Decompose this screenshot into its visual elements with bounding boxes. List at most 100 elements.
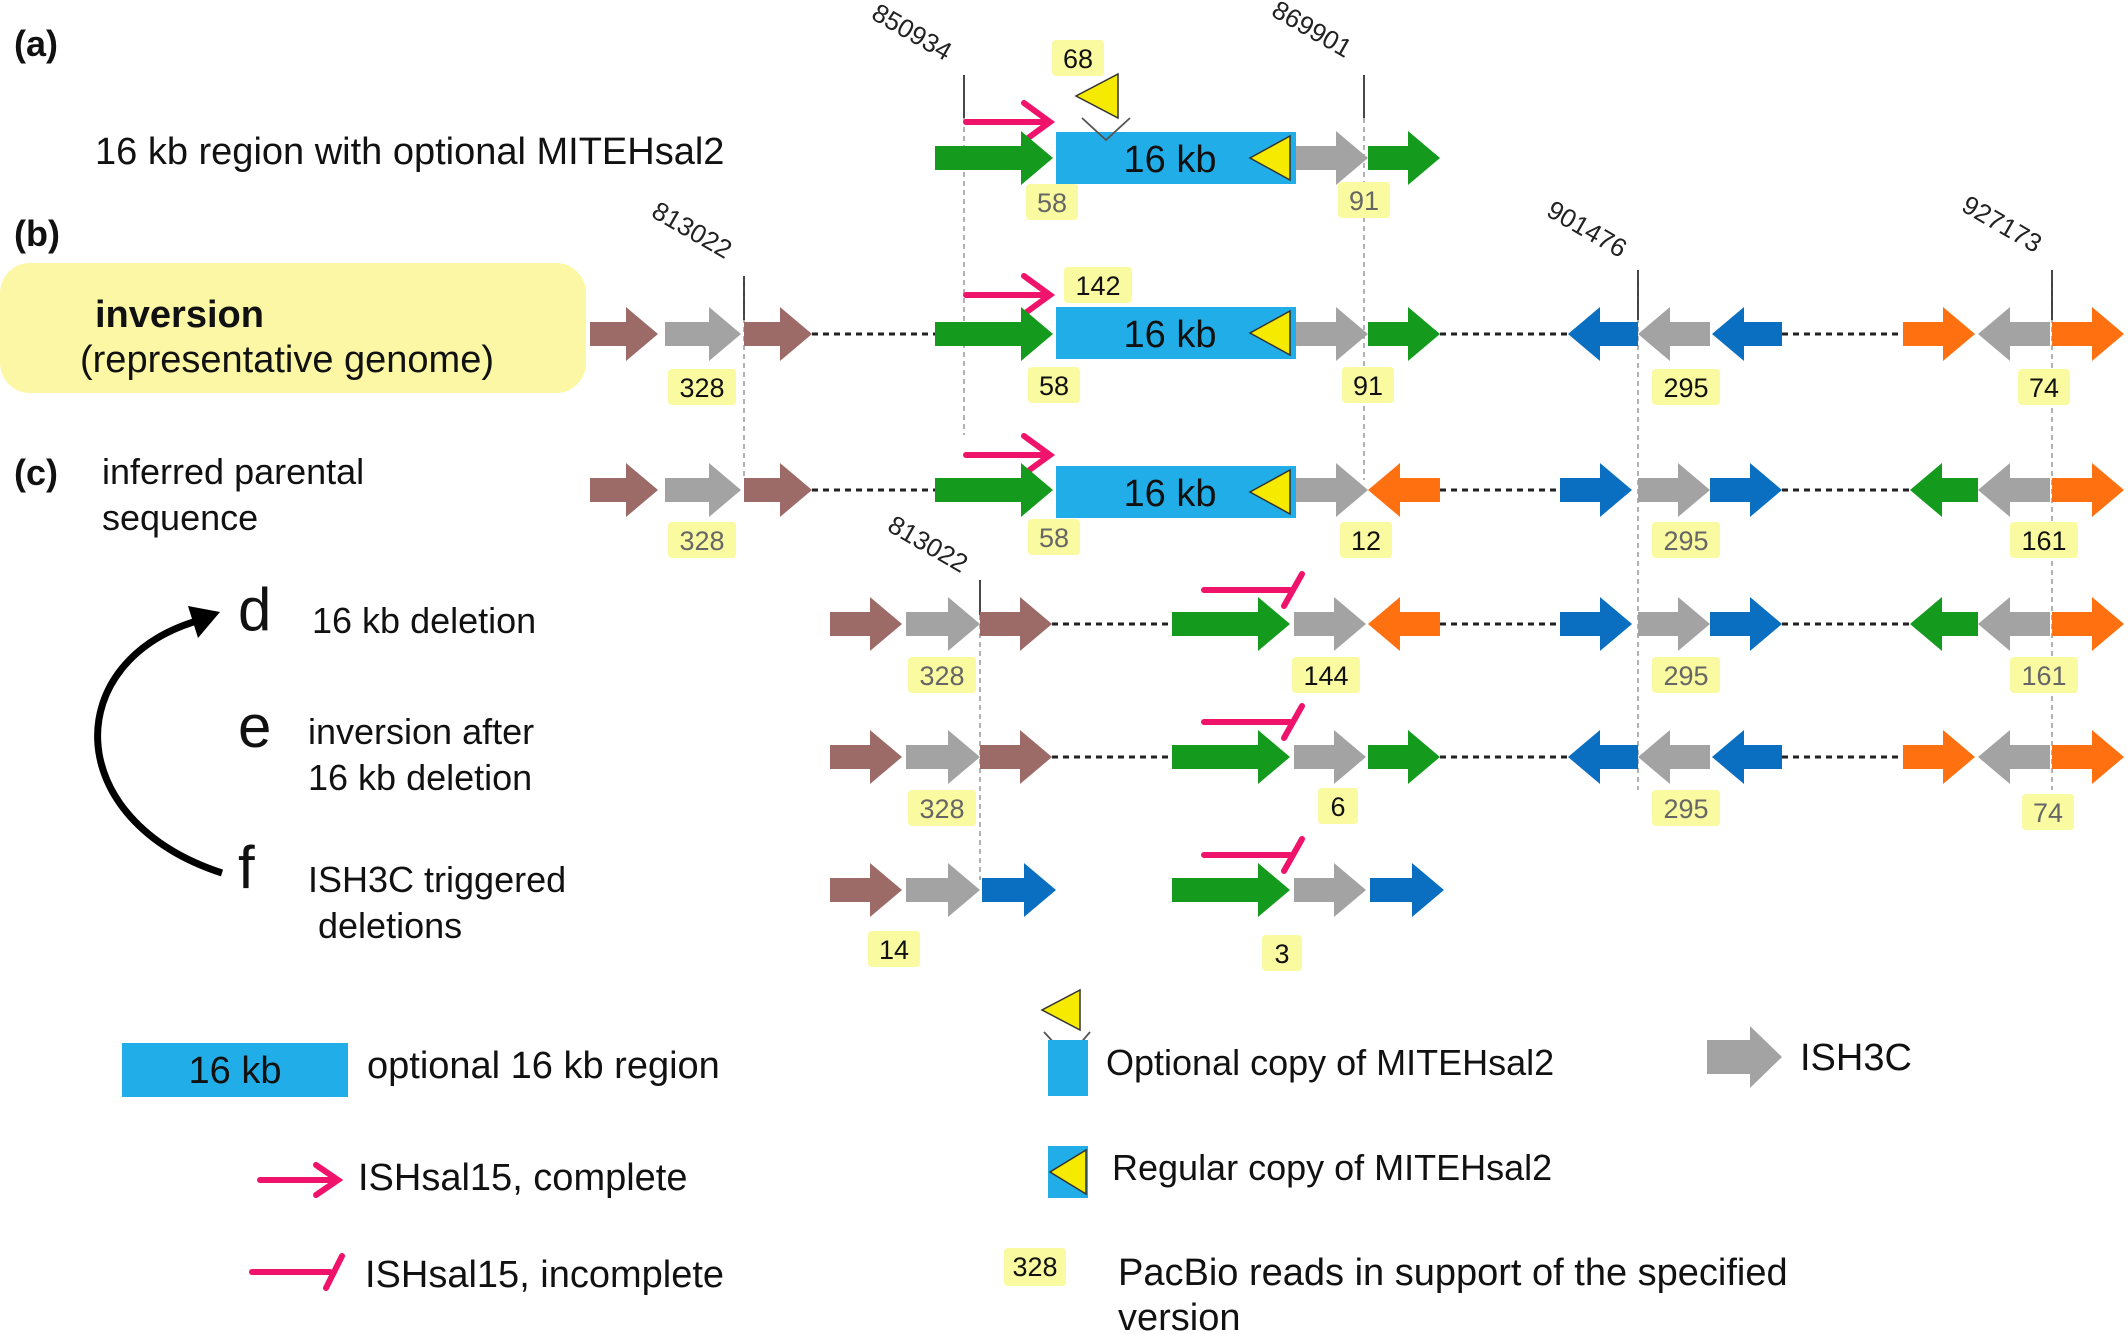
arrow-ish3c-a (1296, 131, 1368, 185)
row-d-label: 16 kb deletion (312, 600, 536, 641)
arrow-ish3c-d-2 (1294, 597, 1366, 651)
mite-optional-a-insertion (1081, 117, 1131, 142)
arrow-ish3c-e-3 (1638, 730, 1710, 784)
arrow-blue-f-2 (1370, 863, 1444, 917)
arrow-green-d-2 (1910, 597, 1978, 651)
arrow-ish3c-d-3 (1638, 597, 1710, 651)
arrow-orange-d-1 (1368, 597, 1440, 651)
arrow-ish3c-c-4 (1978, 463, 2050, 517)
arrow-green-a-right (1368, 131, 1440, 185)
legend: 16 kb optional 16 kb region ISHsal15, co… (122, 988, 1912, 1334)
coordinate-813022-d: 813022 (883, 509, 973, 578)
arrow-brown-e-1 (830, 730, 902, 784)
badge-box-f-14 (868, 931, 920, 967)
legend-ishsal15-complete-icon-head (313, 1162, 344, 1198)
ishsal15-complete-b (963, 273, 1056, 317)
sequence-connectors (812, 332, 1910, 759)
arrow-blue-d-1 (1560, 597, 1632, 651)
badge-value-d-295: 295 (1663, 661, 1708, 691)
row-f-label-line2: deletions (318, 905, 462, 946)
ishsal15-incomplete-e (1201, 703, 1305, 741)
ishsal15-complete-a (963, 100, 1056, 144)
badge-value-e-6: 6 (1330, 792, 1345, 822)
row-c-label-line1: inferred parental (102, 451, 364, 492)
badge-box-d-144 (1292, 657, 1360, 693)
row-b-label-title: inversion (95, 294, 264, 336)
badge-value-b-74: 74 (2029, 373, 2059, 403)
arrow-blue-f-1 (982, 863, 1056, 917)
badge-box-a-58 (1026, 184, 1078, 220)
badge-box-a-68 (1052, 40, 1104, 76)
row-e-label-line2: 16 kb deletion (308, 757, 532, 798)
ishsal15-complete-c (963, 433, 1056, 477)
arrow-ish3c-d-4 (1978, 597, 2050, 651)
arrow-ish3c-b-2 (1296, 307, 1368, 361)
badge-value-b-328: 328 (679, 373, 724, 403)
region-16kb-c-label: 16 kb (1124, 473, 1217, 515)
badge-box-f-3 (1262, 935, 1302, 971)
badge-value-b-91: 91 (1353, 371, 1383, 401)
arrow-brown-f-1 (830, 863, 902, 917)
arrow-blue-d-2 (1710, 597, 1782, 651)
badge-box-c-58 (1028, 519, 1080, 555)
badge-value-c-58: 58 (1039, 523, 1069, 553)
legend-pacbio-line1: PacBio reads in support of the specified (1118, 1252, 1788, 1294)
mite-regular-a (1248, 134, 1291, 182)
badge-box-e-6 (1318, 788, 1358, 824)
badge-value-a-58: 58 (1037, 188, 1067, 218)
badge-value-c-295: 295 (1663, 526, 1708, 556)
legend-region-swatch (122, 1043, 348, 1097)
arrow-green-b-2 (1368, 307, 1440, 361)
arrow-orange-e-2 (2052, 730, 2124, 784)
legend-regular-mite-triangle (1048, 1148, 1087, 1196)
coordinate-869901: 869901 (1267, 0, 1357, 64)
arrow-ish3c-c-2 (1296, 463, 1368, 517)
arrow-ish3c-e-2 (1294, 730, 1366, 784)
badge-value-b-295: 295 (1663, 373, 1708, 403)
badge-value-f-14: 14 (879, 935, 909, 965)
badge-box-a-91 (1338, 182, 1390, 218)
badge-value-d-161: 161 (2021, 661, 2066, 691)
legend-ish3c: ISH3C (1800, 1037, 1912, 1079)
arrow-green-c-1 (935, 463, 1053, 517)
badge-value-c-12: 12 (1351, 526, 1381, 556)
badge-value-c-161: 161 (2021, 526, 2066, 556)
legend-badge-swatch-value: 328 (1012, 1252, 1057, 1282)
arrow-blue-c-2 (1710, 463, 1782, 517)
badge-value-d-144: 144 (1303, 661, 1348, 691)
arrow-brown-d-2 (980, 597, 1052, 651)
legend-region-swatch-label: 16 kb (189, 1050, 282, 1092)
badge-box-c-161 (2010, 522, 2078, 558)
arrow-brown-c-1 (590, 463, 658, 517)
badge-value-b-58: 58 (1039, 371, 1069, 401)
legend-ish3c-arrow (1707, 1026, 1782, 1088)
arrow-orange-b-2 (2052, 307, 2124, 361)
arrow-green-a-left (935, 131, 1053, 185)
badge-box-b-295 (1652, 369, 1720, 405)
arrow-ish3c-c-1 (665, 463, 741, 517)
badge-box-e-295 (1652, 790, 1720, 826)
legend-optional-mite-box (1048, 1040, 1088, 1096)
badge-box-b-142 (1064, 267, 1132, 303)
legend-ishsal15-complete: ISHsal15, complete (358, 1157, 688, 1199)
panel-b-label: (b) (14, 213, 60, 254)
badge-box-c-12 (1340, 522, 1392, 558)
mite-regular-b (1248, 309, 1291, 357)
row-f-label-line1: ISH3C triggered (308, 859, 566, 900)
arrow-ish3c-e-1 (906, 730, 980, 784)
badge-value-f-3: 3 (1274, 939, 1289, 969)
badge-box-c-295 (1652, 522, 1720, 558)
inversion-highlight (0, 263, 586, 393)
legend-pacbio-line2: version (1118, 1297, 1241, 1334)
arrow-green-e-2 (1368, 730, 1440, 784)
coordinate-ticks (743, 75, 2053, 615)
badge-box-d-328 (908, 657, 976, 693)
row-b-label-subtitle: (representative genome) (80, 339, 494, 381)
badge-value-a-91: 91 (1349, 186, 1379, 216)
badge-box-b-91 (1342, 367, 1394, 403)
mite-regular-c (1248, 468, 1291, 516)
badge-value-c-328: 328 (679, 526, 724, 556)
legend-optional-mite-triangle (1040, 988, 1081, 1032)
arrow-brown-c-2 (744, 463, 812, 517)
